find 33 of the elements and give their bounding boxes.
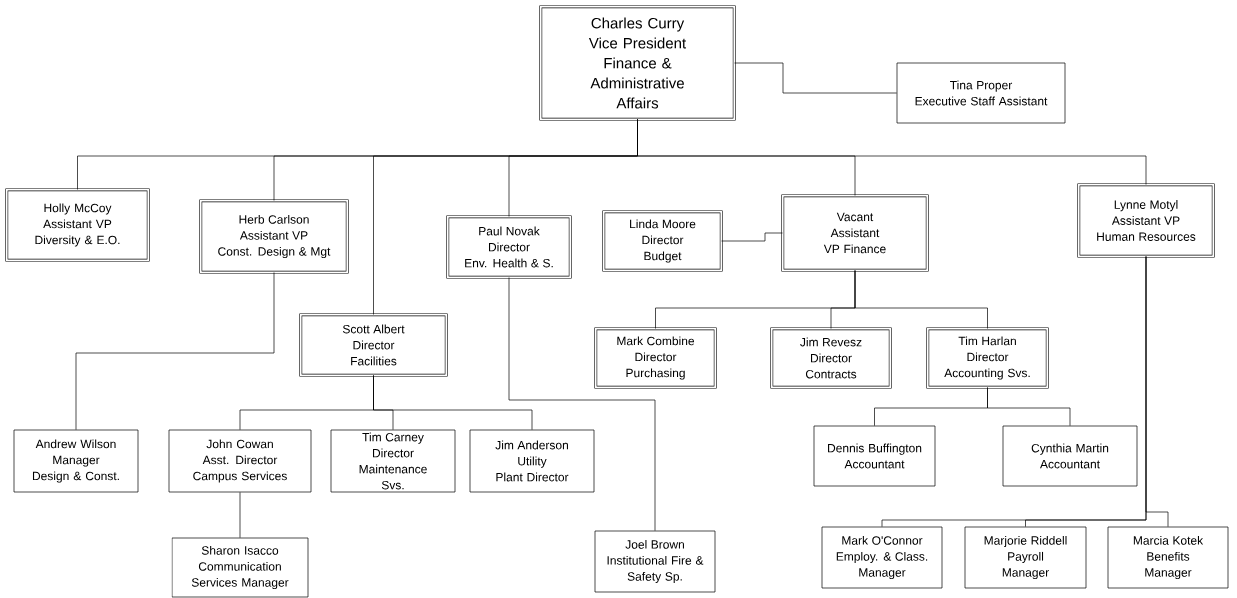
position-box: Charles Curry Vice President Finance & Administrative Affairs xyxy=(539,5,736,121)
connector-line xyxy=(854,270,988,329)
position-box: Dennis Buffington Accountant xyxy=(813,425,936,487)
position-box: Holly McCoy Assistant VP Diversity & E.O. xyxy=(5,188,150,262)
position-box: Cynthia Martin Accountant xyxy=(1002,425,1138,487)
connector-line xyxy=(987,387,1071,426)
position-box: Mark O'Connor Employ. & Class. Manager xyxy=(821,526,943,589)
position-box: Marjorie Riddell Payroll Manager xyxy=(964,526,1087,589)
position-box: Scott Albert Director Facilities xyxy=(299,313,448,377)
position-box: Marcia Kotek Benefits Manager xyxy=(1107,526,1229,589)
position-box: Tim Carney Director Maintenance Svs. xyxy=(330,429,456,493)
position-box: Jim Anderson Utility Plant Director xyxy=(469,429,595,493)
position-box: Herb Carlson Assistant VP Const. Design & Mgt xyxy=(199,199,349,274)
position-box: Jim Revesz Director Contracts xyxy=(770,327,892,389)
connector-line xyxy=(637,119,1147,185)
connector-line xyxy=(75,272,275,430)
position-box: Linda Moore Director Budget xyxy=(602,210,723,272)
connector-line xyxy=(721,232,783,242)
position-box: Mark Combine Director Purchasing xyxy=(594,327,717,389)
position-box: John Cowan Asst. Director Campus Services xyxy=(168,429,312,493)
position-box: Tim Harlan Director Accounting Svs. xyxy=(926,327,1049,389)
connector-line xyxy=(734,62,897,94)
position-box: Paul Novak Director Env. Health & S. xyxy=(446,215,572,279)
position-box: Tina Proper Executive Staff Assistant xyxy=(896,62,1066,124)
connector-line xyxy=(239,492,241,538)
position-box: Andrew Wilson Manager Design & Const. xyxy=(13,429,139,493)
connector-line xyxy=(1145,256,1169,527)
position-box: Sharon Isacco Communication Services Manager xyxy=(171,537,309,598)
connector-line xyxy=(508,277,656,531)
position-box: Vacant Assistant VP Finance xyxy=(781,194,929,272)
connector-line xyxy=(373,375,533,430)
position-box: Lynne Motyl Assistant VP Human Resources xyxy=(1077,183,1215,258)
position-box: Joel Brown Institutional Fire & Safety Sp. xyxy=(594,530,716,593)
